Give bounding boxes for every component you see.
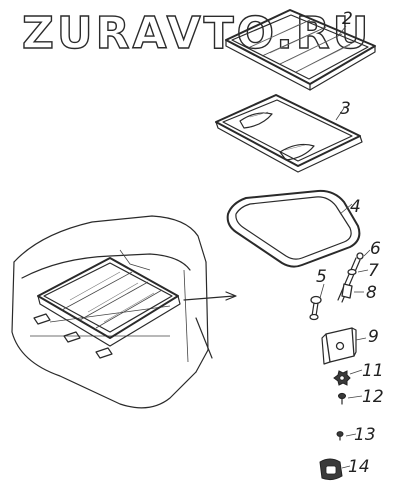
part-5-bolt [309,295,322,321]
callout-13: 13 [354,425,376,445]
callout-7: 7 [368,261,379,281]
leader-2 [337,25,347,37]
leader-14 [341,465,351,469]
part-11-star-nut [333,370,351,386]
callout-2: 2 [342,9,353,29]
callout-4: 4 [350,197,361,217]
leader-5 [319,283,325,299]
watermark-logo: ZURAVTO.RU [22,8,371,59]
part-3-inner-panel [215,94,363,173]
leader-3 [335,107,345,121]
part-4-gasket [226,189,361,268]
part-14-clip [319,458,343,481]
leader-13 [345,433,357,437]
part-12-screw [338,392,346,405]
callout-14: 14 [348,457,370,477]
leader-11 [349,369,363,375]
leader-6 [363,249,371,257]
part-2-hatch-cover [225,9,376,91]
callout-11: 11 [362,361,384,381]
cab-roof-assembly [11,215,237,409]
part-13-rivet [336,431,344,441]
callout-3: 3 [340,99,351,119]
leader-7 [357,269,369,273]
leader-9 [355,337,367,341]
callout-5: 5 [316,267,327,287]
part-8-nut [341,283,353,299]
callout-6: 6 [370,239,381,259]
part-9-bracket [321,327,357,365]
part-6-stud [337,252,364,303]
callout-8: 8 [366,283,377,303]
leader-4 [339,203,353,215]
leader-12 [347,395,363,399]
callout-9: 9 [368,327,379,347]
part-7-washer [347,268,357,276]
callout-12: 12 [362,387,384,407]
